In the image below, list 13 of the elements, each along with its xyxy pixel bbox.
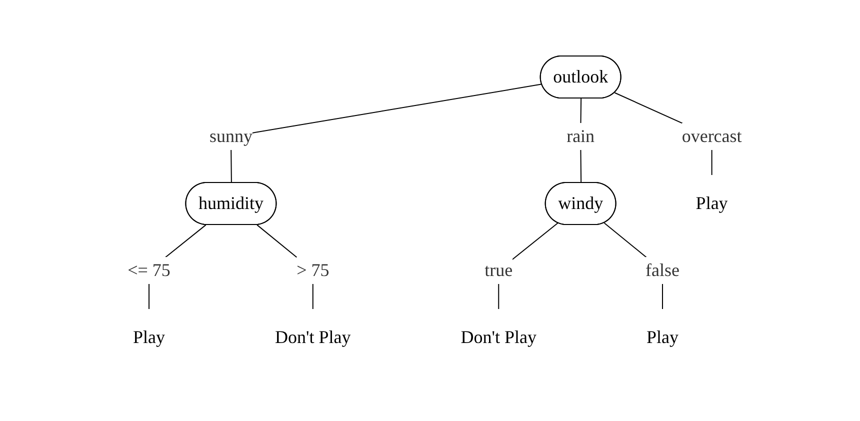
edge-label: <= 75: [127, 259, 170, 280]
edge-label: sunny: [209, 125, 252, 146]
edge-label: rain: [566, 125, 594, 146]
node-text: Play: [695, 192, 728, 212]
connector: [230, 83, 542, 183]
edge-label: true: [484, 259, 512, 280]
node-text: Don't Play: [460, 326, 536, 346]
node-text: Play: [132, 326, 165, 346]
edge-label: false: [645, 259, 680, 280]
edge-label: > 75: [296, 259, 329, 280]
edge-label: overcast: [681, 125, 742, 146]
node-text: Play: [646, 326, 678, 346]
node-text: Don't Play: [274, 326, 350, 346]
